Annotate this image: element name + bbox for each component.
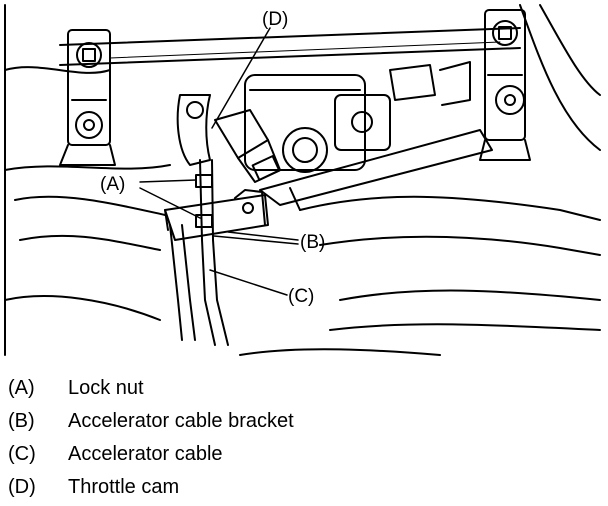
throttle-cam: [176, 94, 281, 183]
legend-label-c: Accelerator cable: [68, 443, 223, 465]
legend-item-b: (B) Accelerator cable bracket: [8, 405, 598, 438]
callout-c: (C): [288, 286, 314, 307]
legend-item-d: (D) Throttle cam: [8, 471, 598, 504]
top-rail: [59, 27, 521, 66]
callout-d: (D): [262, 9, 288, 30]
legend-label-a: Lock nut: [68, 377, 144, 399]
legend-item-c: (C) Accelerator cable: [8, 438, 598, 471]
legend-item-a: (A) Lock nut: [8, 372, 598, 405]
leader-lines: [139, 27, 299, 296]
right-mount-post: [479, 9, 531, 161]
throttle-body-illustration: (D) (A) (B) (C): [4, 4, 601, 356]
lock-nuts: [195, 174, 213, 228]
legend-key-d: (D): [8, 476, 36, 498]
legend-label-b: Accelerator cable bracket: [68, 410, 294, 432]
accelerator-cable-bracket: [164, 189, 269, 241]
legend-key-c: (C): [8, 443, 36, 465]
throttle-body: [244, 61, 493, 211]
accelerator-cable: [169, 159, 229, 346]
legend-key-b: (B): [8, 410, 35, 432]
legend-label-d: Throttle cam: [68, 476, 180, 498]
callout-a: (A): [100, 174, 125, 195]
callout-b: (B): [300, 232, 325, 253]
legend: (A) Lock nut (B) Accelerator cable bracket…: [8, 372, 598, 504]
legend-key-a: (A): [8, 377, 35, 399]
left-mount-post: [59, 29, 116, 166]
engine-block-outline: [4, 4, 601, 356]
